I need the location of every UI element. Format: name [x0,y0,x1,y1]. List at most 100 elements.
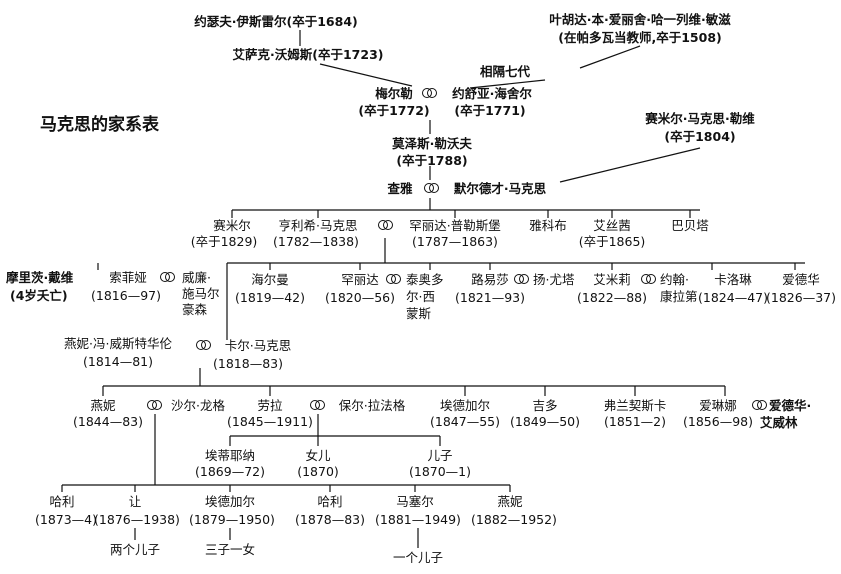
person-johann-conradi-1: 约翰· [660,272,689,287]
person-judah-minz: 叶胡达·本·爱丽舍·哈一列维·敏滋 [549,12,731,27]
marriage-symbol [424,183,440,193]
person-jenny-von-westphalen: 燕妮·冯·威斯特华伦 [64,336,172,351]
person-emilie: 艾米莉 [593,272,631,287]
person-harry-longuet-2-dates: (1878—83) [295,512,365,527]
person-hermann-dates: (1819—42) [235,290,305,305]
person-samuel: 赛米尔 [213,218,251,233]
marriage-symbol [378,220,394,230]
person-harry-longuet-2: 哈利 [317,494,343,509]
person-jacob: 雅科布 [529,218,567,233]
generation-gap-note: 相隔七代 [479,64,531,79]
person-wilhelm-schmalhausen-1: 威廉· [182,270,211,285]
person-samuel-marx-levi-dates: (卒于1804) [664,129,736,144]
person-louise: 路易莎 [471,272,509,287]
person-etienne-dates: (1869—72) [195,464,265,479]
marriage-symbol [196,340,212,350]
person-franziska-marx: 弗兰契斯卡 [603,398,667,413]
person-mordechai-marx: 默尔德才·马克思 [453,181,547,196]
person-hermann: 海尔曼 [251,272,289,287]
marriage-symbol [422,88,438,98]
person-esther: 艾丝茜 [593,218,631,233]
person-esther-dates: (卒于1865) [578,234,646,249]
person-jean-longuet-dates: (1876—1938) [94,512,180,527]
person-jean-longuet: 让 [128,494,142,509]
person-franziska-marx-dates: (1851—2) [603,414,667,429]
person-jan-juta: 扬·尤塔 [533,272,575,287]
person-jenny-longuet: 燕妮 [497,494,523,509]
person-son-dates: (1870—1) [408,464,472,479]
person-eva: 约舒亚·海舍尔 [452,86,532,101]
person-harry-longuet-dates: (1873—4) [34,512,98,527]
marriage-symbol [514,274,530,284]
person-wilhelm-schmalhausen-3: 豪森 [182,302,208,317]
person-marcel-longuet: 马塞尔 [396,494,434,509]
person-chaie: 查雅 [387,181,413,196]
person-jean-longuet-note: 两个儿子 [109,542,161,557]
person-moritz-david: 摩里茨·戴维 [6,270,74,285]
person-meier-dates: (卒于1772) [358,103,430,118]
person-judah-minz-note: (在帕多瓦当教师,卒于1508) [558,30,722,45]
person-eduard-dates: (1826—37) [766,290,836,305]
person-jenny-marx-dates: (1844—83) [73,414,143,429]
person-edgar-longuet-dates: (1879—1950) [189,512,275,527]
person-moritz-david-note: (4岁夭亡) [10,288,68,303]
person-marcel-longuet-dates: (1881—1949) [375,512,461,527]
person-eleanor-marx: 爱琳娜 [699,398,737,413]
person-moses-lwow: 莫泽斯·勒沃夫 [392,136,472,151]
person-emilie-dates: (1822—88) [577,290,647,305]
person-karl-marx-dates: (1818—83) [213,356,283,371]
person-daughter: 女儿 [305,448,331,463]
person-edgar-longuet: 埃德加尔 [204,494,256,509]
marriage-symbol [147,400,163,410]
person-guido-marx-dates: (1849—50) [510,414,580,429]
person-edgar-marx-dates: (1847—55) [430,414,500,429]
person-karl-marx: 卡尔·马克思 [224,338,292,353]
person-henriette-pressburg: 罕丽达·普勒斯堡 [409,218,501,233]
person-caroline-dates: (1824—47) [698,290,768,305]
person-edward-aveling-2: 艾威林 [760,415,798,430]
person-samuel-dates: (卒于1829) [190,234,258,249]
person-marcel-longuet-note: 一个儿子 [392,550,444,565]
person-laura-marx-dates: (1845—1911) [227,414,313,429]
person-jenny-von-westphalen-dates: (1814—81) [83,354,153,369]
page-title: 马克思的家系表 [40,115,159,135]
marriage-symbol [386,274,402,284]
marriage-symbol [641,274,657,284]
person-caroline: 卡洛琳 [714,272,752,287]
person-isaac-worms: 艾萨克·沃姆斯(卒于1723) [232,47,384,62]
person-theodor-simons-1: 泰奥多 [406,272,444,287]
person-louise-dates: (1821—93) [455,290,525,305]
person-eva-dates: (卒于1771) [454,103,526,118]
person-harry-longuet: 哈利 [49,494,75,509]
person-eduard: 爱德华 [782,272,820,287]
person-henriette: 罕丽达 [341,272,379,287]
person-moses-lwow-dates: (卒于1788) [396,153,468,168]
person-edward-aveling-1: 爱德华· [769,398,812,413]
marriage-symbol [310,400,326,410]
person-jenny-marx: 燕妮 [90,398,116,413]
marriage-symbol [160,272,176,282]
person-meier: 梅尔勒 [375,86,413,101]
person-son: 儿子 [427,448,453,463]
person-daughter-dates: (1870) [297,464,339,479]
person-jenny-longuet-dates: (1882—1952) [471,512,557,527]
marriage-symbol [752,400,768,410]
person-charles-longuet: 沙尔·龙格 [171,398,225,413]
person-henriette-dates: (1820—56) [325,290,395,305]
person-guido-marx: 吉多 [532,398,558,413]
person-babette: 巴贝塔 [671,218,709,233]
person-heinrich-marx: 亨利希·马克思 [278,218,358,233]
person-sophie: 索菲娅 [109,270,147,285]
person-heinrich-marx-dates: (1782—1838) [273,234,359,249]
person-samuel-marx-levi: 赛米尔·马克思·勒维 [645,111,755,126]
person-wilhelm-schmalhausen-2: 施马尔 [182,286,220,301]
person-eleanor-marx-dates: (1856—98) [683,414,753,429]
person-laura-marx: 劳拉 [257,398,283,413]
person-edgar-marx: 埃德加尔 [439,398,491,413]
person-paul-lafargue: 保尔·拉法格 [338,398,406,413]
person-joseph-israel: 约瑟夫·伊斯雷尔(卒于1684) [194,14,358,29]
person-henriette-pressburg-dates: (1787—1863) [412,234,498,249]
person-etienne: 埃蒂耶纳 [204,448,256,463]
person-johann-conradi-2: 康拉第 [660,289,698,304]
